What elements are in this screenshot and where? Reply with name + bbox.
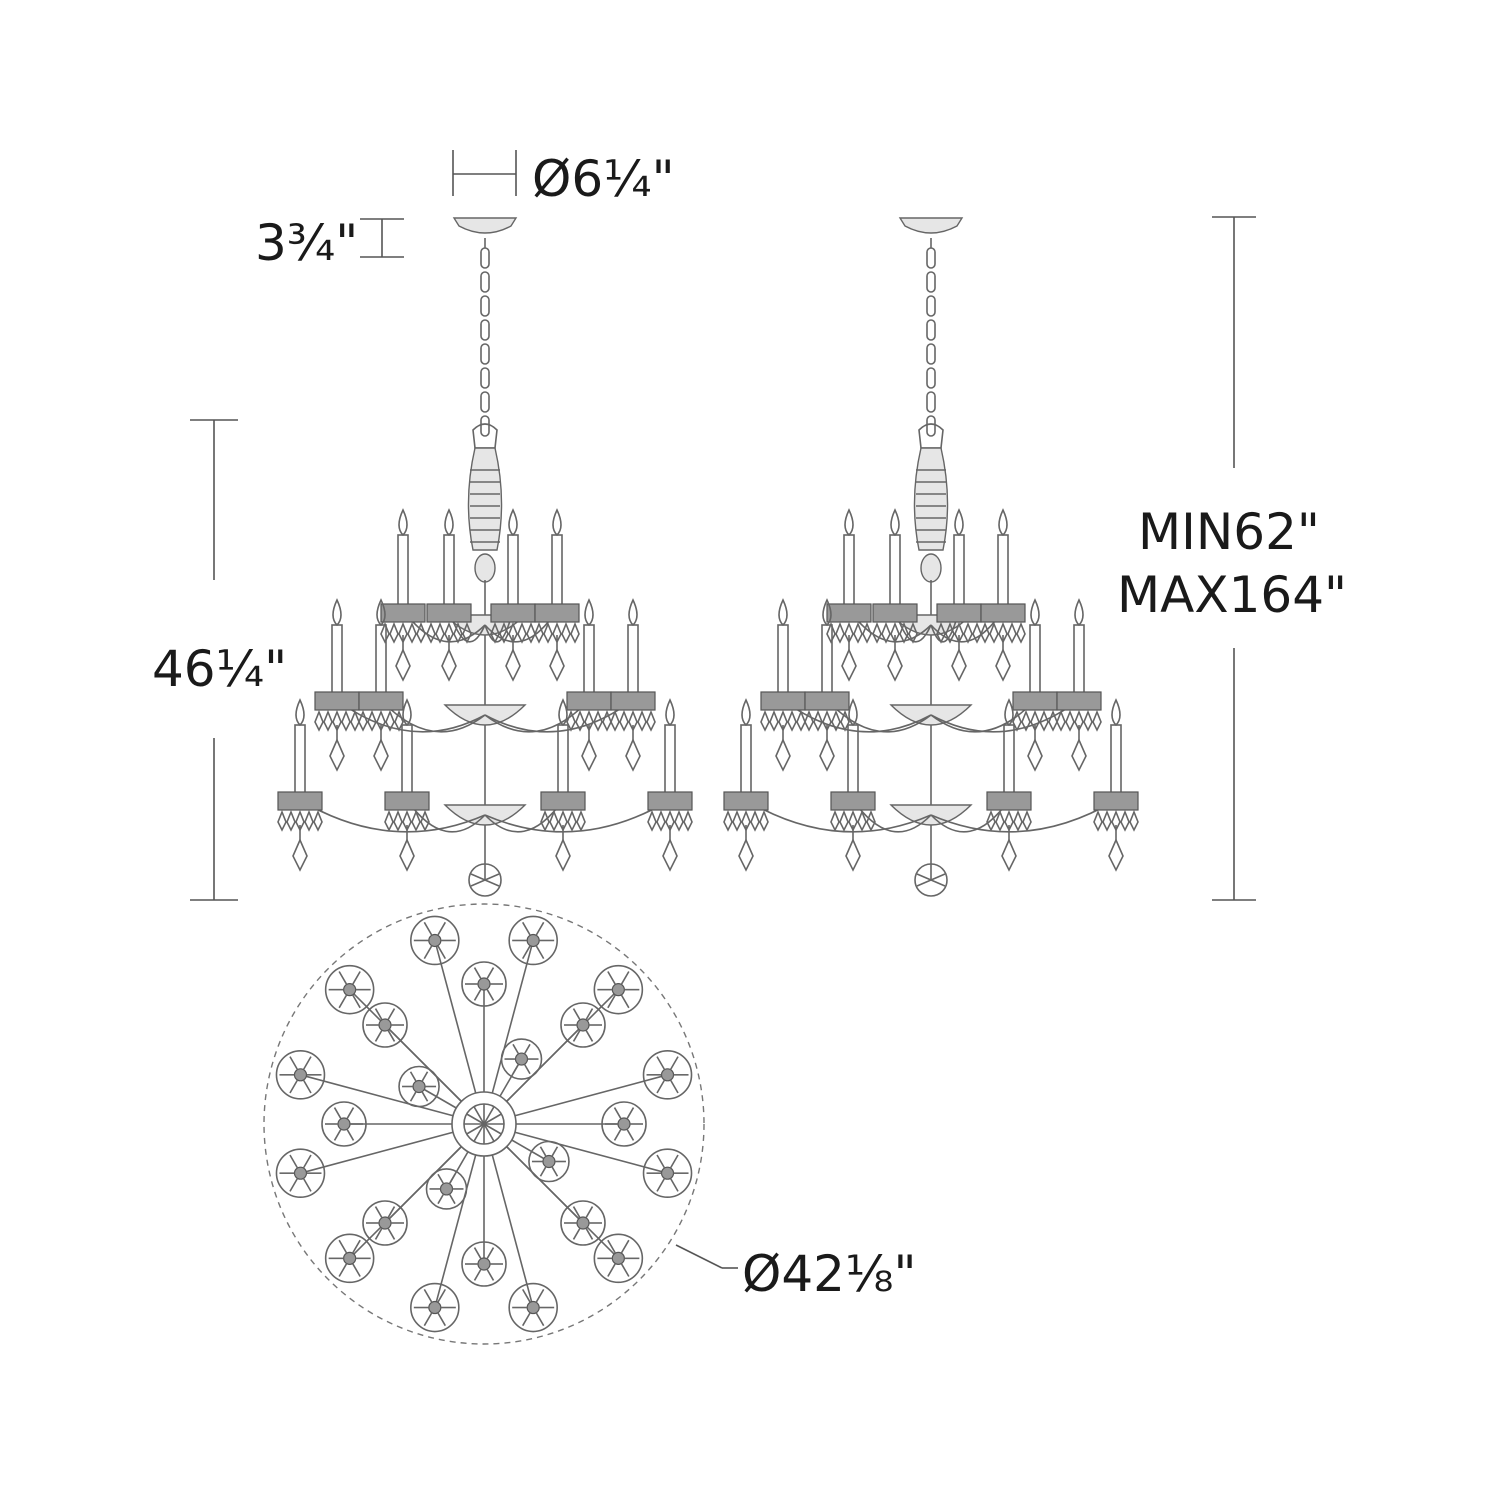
fixture-height-dimension <box>190 419 238 901</box>
overall-height-dimension <box>1212 216 1256 901</box>
canopy-height-label: 3¾" <box>255 214 359 272</box>
canopy-height-dimension <box>360 218 404 258</box>
chandelier-side-view-left <box>277 217 693 897</box>
canopy-diameter-dimension <box>452 150 517 196</box>
top-view <box>263 903 705 1345</box>
diameter-leader <box>675 1244 738 1269</box>
overall-max-label: MAX164" <box>1117 566 1348 624</box>
chandelier-side-view-right <box>723 217 1139 897</box>
fixture-height-label: 46¼" <box>152 640 288 698</box>
fixture-diameter-label: Ø42⅛" <box>742 1245 917 1303</box>
fixture-outline-circle <box>263 903 705 1345</box>
canopy-diameter-label: Ø6¼" <box>532 150 675 208</box>
overall-min-label: MIN62" <box>1138 503 1320 561</box>
